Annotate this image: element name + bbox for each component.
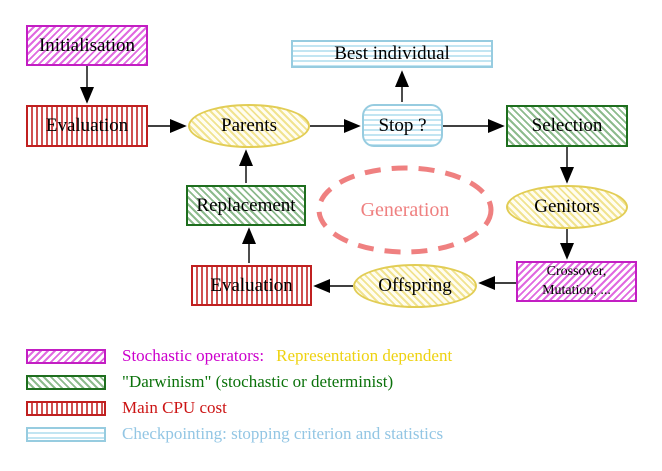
- node-replacement: Replacement: [186, 185, 306, 226]
- node-crossover-mutation: Crossover, Mutation, ...: [516, 261, 637, 302]
- legend-label-checkpointing: Checkpointing: stopping criterion and st…: [122, 424, 444, 443]
- legend-label-cpu-cost: Main CPU cost: [122, 398, 227, 417]
- legend-row-cpu-cost: Main CPU cost: [26, 395, 452, 421]
- legend-label-stochastic: Stochastic operators:: [122, 346, 265, 365]
- magenta-hatch-swatch: [26, 348, 106, 364]
- legend: Stochastic operators: Representation dep…: [26, 343, 452, 447]
- legend-label-representation: Representation dependent: [276, 346, 453, 365]
- node-genitors: Genitors: [506, 185, 628, 229]
- generation-label: Generation: [360, 198, 450, 221]
- cyan-stripes-swatch: [26, 426, 106, 442]
- legend-label-darwinism: "Darwinism" (stochastic or determinist): [122, 372, 394, 391]
- legend-row-darwinism: "Darwinism" (stochastic or determinist): [26, 369, 452, 395]
- legend-row-stochastic: Stochastic operators: Representation dep…: [26, 343, 452, 369]
- node-selection: Selection: [506, 105, 628, 147]
- node-best-individual: Best individual: [291, 40, 493, 68]
- crossover-line1: Crossover,: [546, 263, 607, 279]
- node-evaluation-top: Evaluation: [26, 105, 148, 147]
- crossover-line2: Mutation, ...: [542, 282, 611, 298]
- green-hatch-swatch: [26, 374, 106, 390]
- node-stop: Stop ?: [362, 104, 443, 147]
- red-stripes-swatch: [26, 400, 106, 416]
- node-initialisation: Initialisation: [26, 25, 148, 66]
- node-parents: Parents: [188, 104, 310, 148]
- legend-row-checkpointing: Checkpointing: stopping criterion and st…: [26, 421, 452, 447]
- node-offspring: Offspring: [353, 264, 477, 308]
- node-evaluation-bottom: Evaluation: [191, 265, 312, 306]
